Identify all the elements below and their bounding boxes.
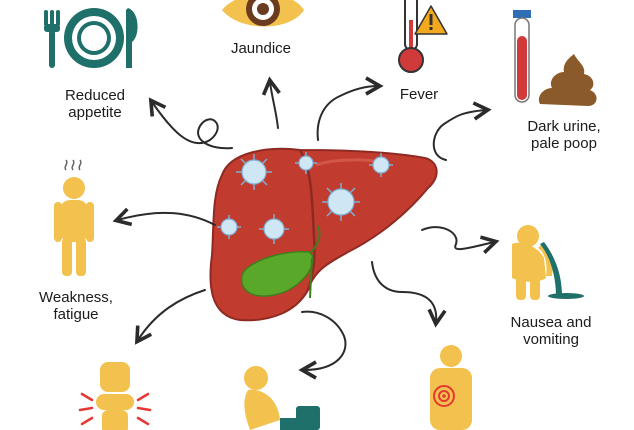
- arrow-to-appetite: [148, 97, 233, 150]
- arrow-to-joint-pain: [134, 289, 206, 345]
- person-on-toilet-icon: [244, 366, 320, 430]
- plate-fork-knife-icon: [44, 8, 138, 68]
- urine-tube-and-poop-icon: [513, 10, 597, 106]
- virus-icon: [217, 152, 393, 244]
- label-nausea: Nausea and vomiting: [510, 314, 592, 348]
- abdominal-pain-icon: [430, 345, 472, 430]
- arrow-to-fever: [316, 76, 384, 141]
- arrow-to-abdominal-pain: [371, 261, 447, 328]
- joint-pain-icon: [78, 362, 152, 430]
- label-dark-urine: Dark urine, pale poop: [527, 118, 601, 152]
- thermometer-warning-icon: [398, 0, 448, 73]
- tired-person-icon: [54, 159, 94, 276]
- arrow-to-dark-urine: [432, 101, 492, 161]
- arrow-to-nausea: [421, 226, 500, 254]
- label-reduced-appetite: Reduced appetite: [64, 87, 126, 121]
- arrow-to-weakness: [112, 207, 216, 227]
- arrow-to-jaundice: [261, 76, 281, 129]
- eye-icon: [222, 0, 304, 27]
- arrows: [112, 76, 500, 380]
- label-weakness: Weakness, fatigue: [39, 289, 113, 323]
- label-fever: Fever: [399, 86, 439, 103]
- vomiting-person-icon: [512, 225, 584, 300]
- liver-icon: [209, 147, 438, 322]
- gallbladder-icon: [240, 250, 314, 297]
- arrow-to-toilet: [298, 310, 347, 380]
- label-jaundice: Jaundice: [230, 40, 292, 57]
